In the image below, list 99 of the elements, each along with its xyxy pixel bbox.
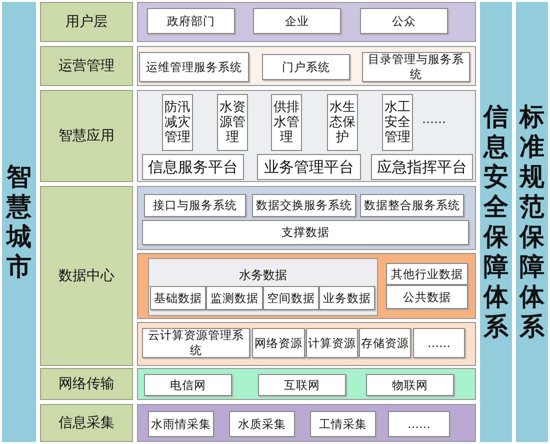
collection-box [310,411,376,437]
box-text: 接口与服务系统 [153,198,237,213]
box-text: …… [408,417,430,431]
system-box [262,54,350,80]
layer-panel [137,253,476,319]
box-text: 运营管理 [58,57,114,75]
box-text: 电信网 [170,378,206,392]
collection-box [229,411,295,437]
box-text: 门户系统 [282,60,330,74]
network-box [144,374,232,396]
box-text: 数据交换服务系统 [256,198,352,213]
resource-box [359,328,411,358]
box-text: 空间数据 [267,290,315,306]
box-text: 水工安全管理 [384,100,411,145]
side-band [480,2,512,442]
collection-box [148,411,214,437]
system-box [360,8,448,34]
ellipsis-text: …… [422,112,446,126]
system-box [139,52,249,82]
box-text: 水资源管理 [219,100,246,145]
data-box [150,286,206,310]
layer-label [40,404,133,442]
box-text: 网络传输 [58,375,114,393]
layer-panel [137,368,476,400]
box-text: …… [428,336,450,350]
application-box [162,94,193,151]
network-box [258,374,346,396]
box-text: 水务数据 [238,267,288,284]
box-text: 信息采集 [58,414,114,432]
resource-box [252,328,305,358]
application-box [382,94,413,151]
system-box [144,194,246,217]
layer-panel [137,186,476,250]
platform-box [371,154,473,180]
box-text: 水雨情采集 [151,416,211,432]
data-box [206,286,263,310]
platform-box [257,154,361,180]
box-text: 基础数据 [154,290,202,306]
layer-panel [137,90,476,182]
collection-box [388,411,450,437]
box-text: 用户层 [66,13,108,31]
box-text: 其他行业数据 [391,266,463,282]
box-text: 存储资源 [361,336,409,350]
side-band [2,2,36,442]
layer-label [40,2,133,42]
application-box [327,94,358,151]
box-text: 企业 [285,14,309,28]
box-text: 目录管理与服务系统 [367,52,465,82]
data-box [263,286,319,310]
layer-panel [137,2,476,42]
network-box [366,374,454,396]
box-text: 计算资源 [308,336,356,350]
box-text: 应急指挥平台 [377,158,467,176]
box-text: 政府部门 [167,14,215,28]
box-text: 防汛减灾管理 [164,100,191,145]
layer-label [40,46,133,86]
application-box [217,94,248,151]
layer-label [40,186,133,366]
box-text: 公众 [392,14,416,28]
box-text: 网络资源 [254,336,302,350]
vertical-heading: 智慧城市 [5,162,32,282]
data-box [386,285,468,309]
system-box [360,194,464,217]
layer-label [40,90,133,182]
box-text: 业务管理平台 [264,158,354,176]
system-box [253,8,341,34]
side-band [516,2,548,442]
system-box [252,194,356,217]
layer-panel [137,404,476,442]
box-text: 工情采集 [319,416,367,432]
box-text: 智慧应用 [58,127,114,145]
layer-panel [137,46,476,86]
system-box [147,8,235,34]
box-text: 公共数据 [403,290,451,304]
box-text: 互联网 [284,378,320,392]
data-panel [148,258,378,316]
layer-label [40,368,133,400]
box-text: 水生态保护 [329,100,356,145]
layer-panel [137,322,476,366]
application-box [271,94,302,151]
box-text: 业务数据 [323,290,371,306]
box-text: 监测数据 [210,290,258,306]
box-text: 运维管理服务系统 [146,60,242,74]
data-box [386,263,468,285]
box-text: 物联网 [392,378,428,392]
box-text: 支撑数据 [282,225,330,240]
box-text: 信息服务平台 [148,158,238,176]
vertical-heading: 信息安全保障体系 [483,102,509,342]
box-text: 水质采集 [238,416,286,432]
box-text: 数据中心 [58,267,114,285]
resource-box [306,328,358,358]
vertical-heading: 标准规范保障体系 [519,102,545,342]
box-text: 云计算资源管理系统 [147,328,245,358]
data-box [319,286,375,310]
platform-box [142,154,244,180]
data-box [142,220,469,245]
box-text: 数据整合服务系统 [364,198,460,213]
box-text: 供排水管理 [273,100,300,145]
resource-box [413,328,465,358]
